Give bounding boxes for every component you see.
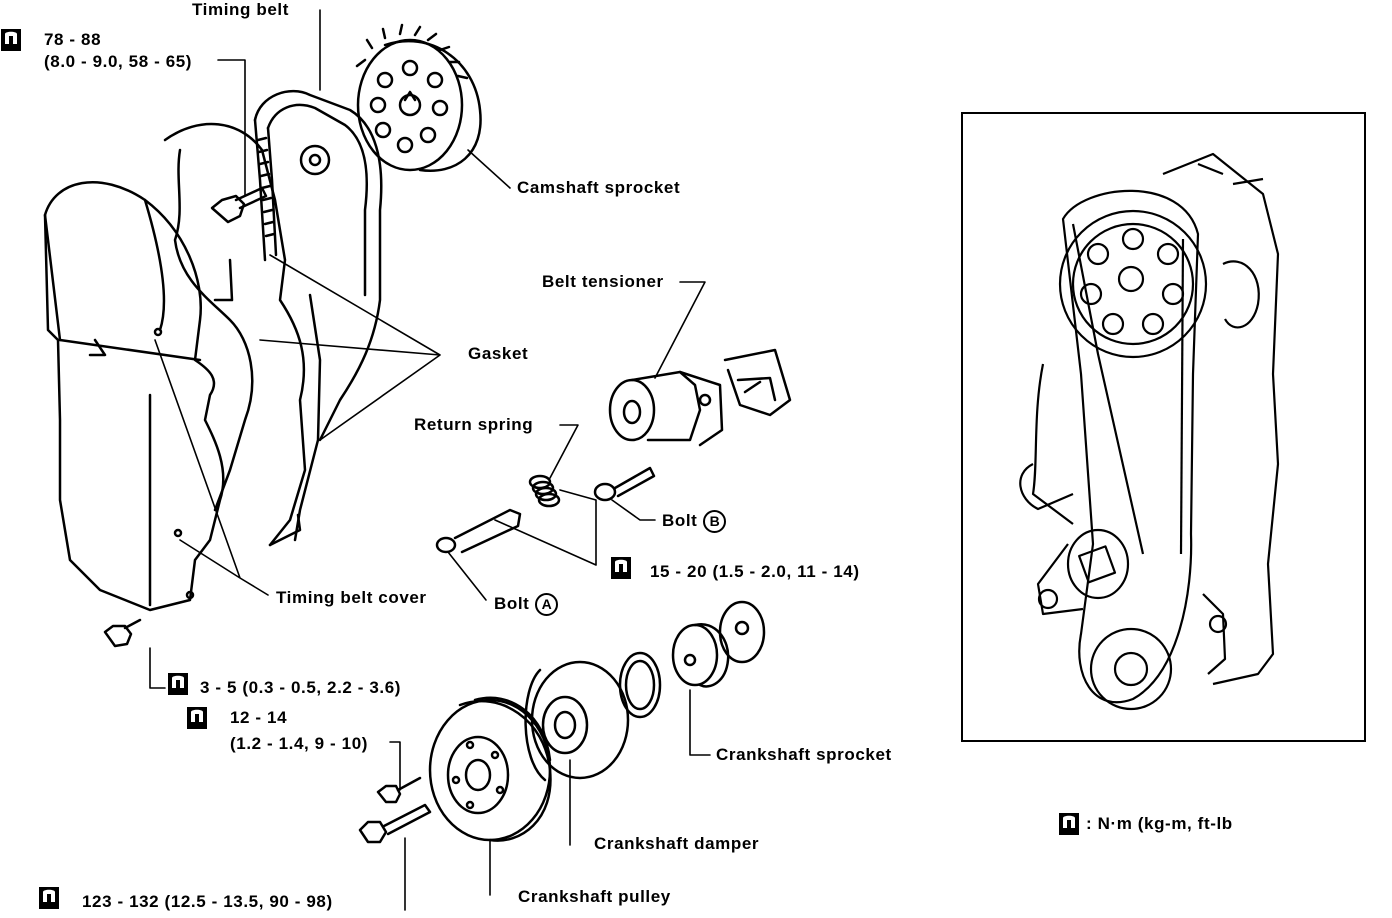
torque-pulley-small-line2: (1.2 - 1.4, 9 - 10): [230, 734, 369, 753]
label-belt-tensioner: Belt tensioner: [542, 272, 664, 291]
torque-wrench-icon: [1, 29, 21, 51]
torque-wrench-icon: [1059, 813, 1079, 835]
crankshaft-sprocket: [671, 622, 730, 688]
label-crankshaft-damper: Crankshaft damper: [594, 834, 760, 853]
gasket: [163, 122, 322, 547]
assembled-view-drawing: [1019, 152, 1280, 711]
torque-cam-bolt-line1: 78 - 88: [44, 30, 102, 49]
crankshaft-washers: [618, 600, 766, 719]
cover-bolt: [103, 618, 142, 648]
bolt-b-circle-letter: B: [703, 510, 727, 533]
bolt-b-text: Bolt: [662, 510, 698, 530]
legend-units: : N·m (kg-m, ft-lb: [1086, 814, 1233, 833]
belt-tensioner: [608, 348, 792, 447]
torque-tensioner-bolts: 15 - 20 (1.5 - 2.0, 11 - 14): [650, 562, 860, 581]
label-crankshaft-sprocket: Crankshaft sprocket: [716, 745, 892, 764]
bolt-b: [593, 466, 656, 502]
torque-wrench-icon: [168, 673, 188, 695]
bolt-a-text: Bolt: [494, 593, 530, 613]
crankshaft-damper: [524, 660, 630, 782]
label-camshaft-sprocket: Camshaft sprocket: [517, 178, 681, 197]
label-gasket: Gasket: [468, 344, 529, 363]
timing-belt: [253, 89, 383, 442]
torque-pulley-bolt: 123 - 132 (12.5 - 13.5, 90 - 98): [82, 892, 333, 911]
camshaft-bolt: [210, 186, 268, 224]
return-spring: [528, 474, 561, 508]
torque-wrench-icon: [611, 557, 631, 579]
label-crankshaft-pulley: Crankshaft pulley: [518, 887, 671, 906]
leader-lines: [149, 9, 711, 911]
bolt-a-circle-letter: A: [535, 593, 559, 616]
label-timing-belt: Timing belt: [192, 0, 289, 19]
torque-wrench-icon: [187, 707, 207, 729]
camshaft-sprocket: [355, 23, 482, 172]
torque-cover-bolt: 3 - 5 (0.3 - 0.5, 2.2 - 3.6): [200, 678, 402, 697]
torque-cam-bolt-line2: (8.0 - 9.0, 58 - 65): [44, 52, 193, 71]
pulley-bolts: [358, 776, 432, 844]
label-return-spring: Return spring: [414, 415, 534, 434]
bolt-a: [435, 508, 522, 554]
timing-belt-cover: [43, 181, 225, 612]
label-timing-belt-cover: Timing belt cover: [276, 588, 427, 607]
torque-pulley-small-line1: 12 - 14: [230, 708, 288, 727]
torque-wrench-icon: [39, 887, 59, 909]
crankshaft-pulley: [428, 696, 552, 842]
assembled-view-inset: [961, 112, 1366, 742]
